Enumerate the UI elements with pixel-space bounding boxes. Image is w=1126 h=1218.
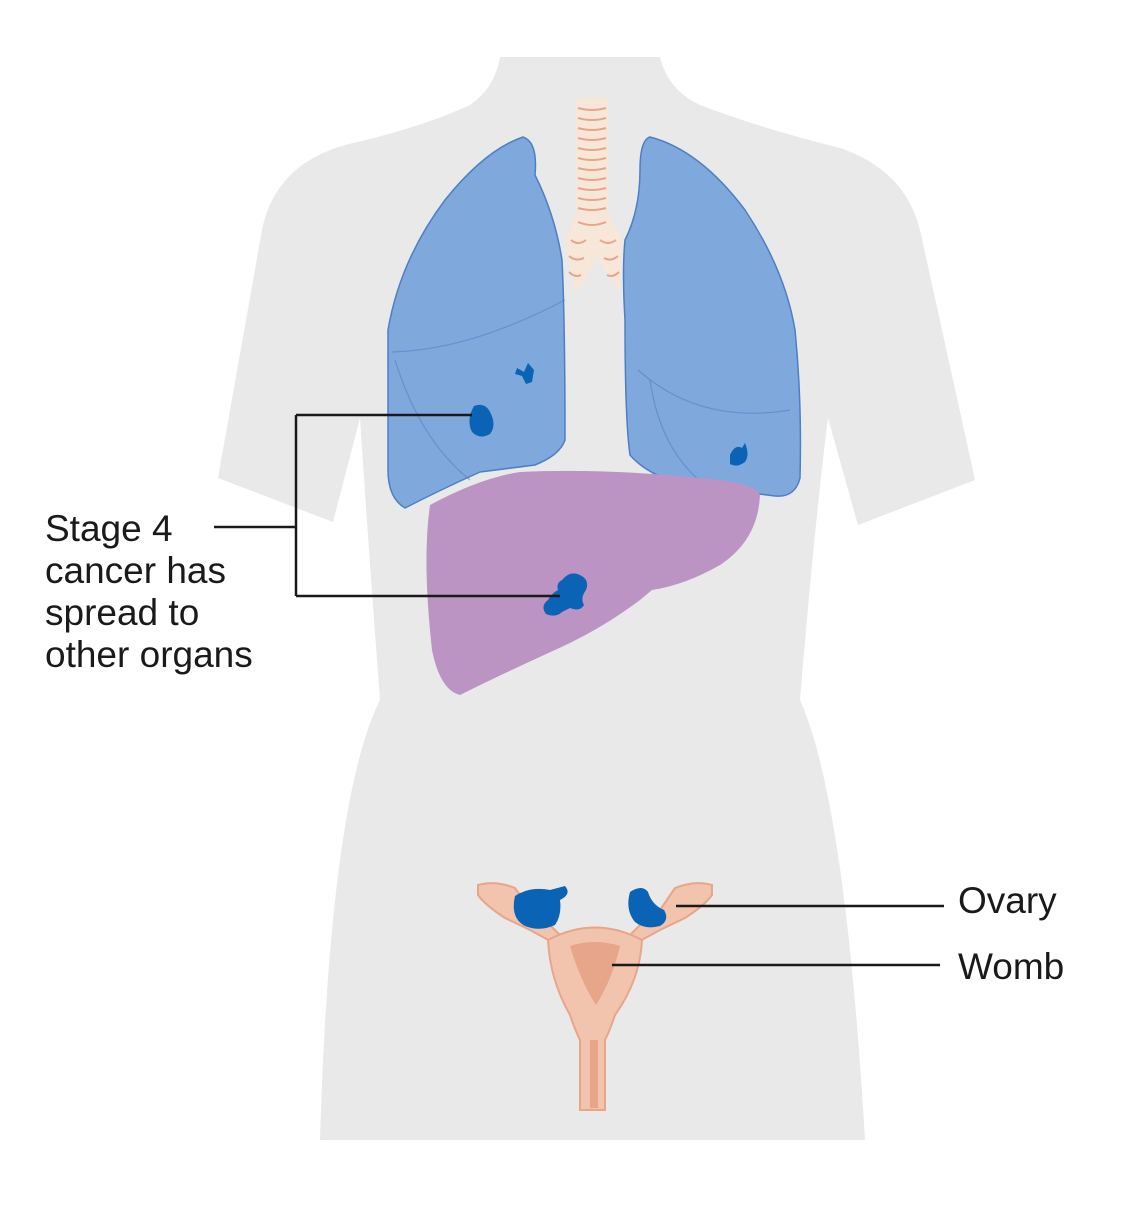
stage-4-label: Stage 4 cancer has spread to other organ… [45,508,295,676]
ovary-label: Ovary [958,880,1057,921]
stage-label-line-2: cancer has [45,550,226,591]
liver-tumour [543,573,588,616]
womb-and-ovaries [477,882,713,1111]
lung-tumour-right-upper [515,363,534,384]
stage-leader-line [214,413,560,598]
stage-label-line-4: other organs [45,634,253,675]
womb-cavity [570,942,620,1005]
right-ovary [628,888,667,928]
trachea [565,98,622,295]
tumours [469,363,748,616]
lung-tumour-left [730,443,748,466]
leader-lines [214,413,944,967]
stage-label-line-3: spread to [45,592,200,633]
womb-body [546,926,644,1111]
liver [426,470,760,695]
lung-tumour-right-lower [469,404,494,437]
left-ovary [513,886,568,929]
womb-label: Womb [958,946,1065,987]
left-lung [622,136,802,497]
cervix [590,1040,598,1108]
stage-label-line-1: Stage 4 [45,508,173,549]
